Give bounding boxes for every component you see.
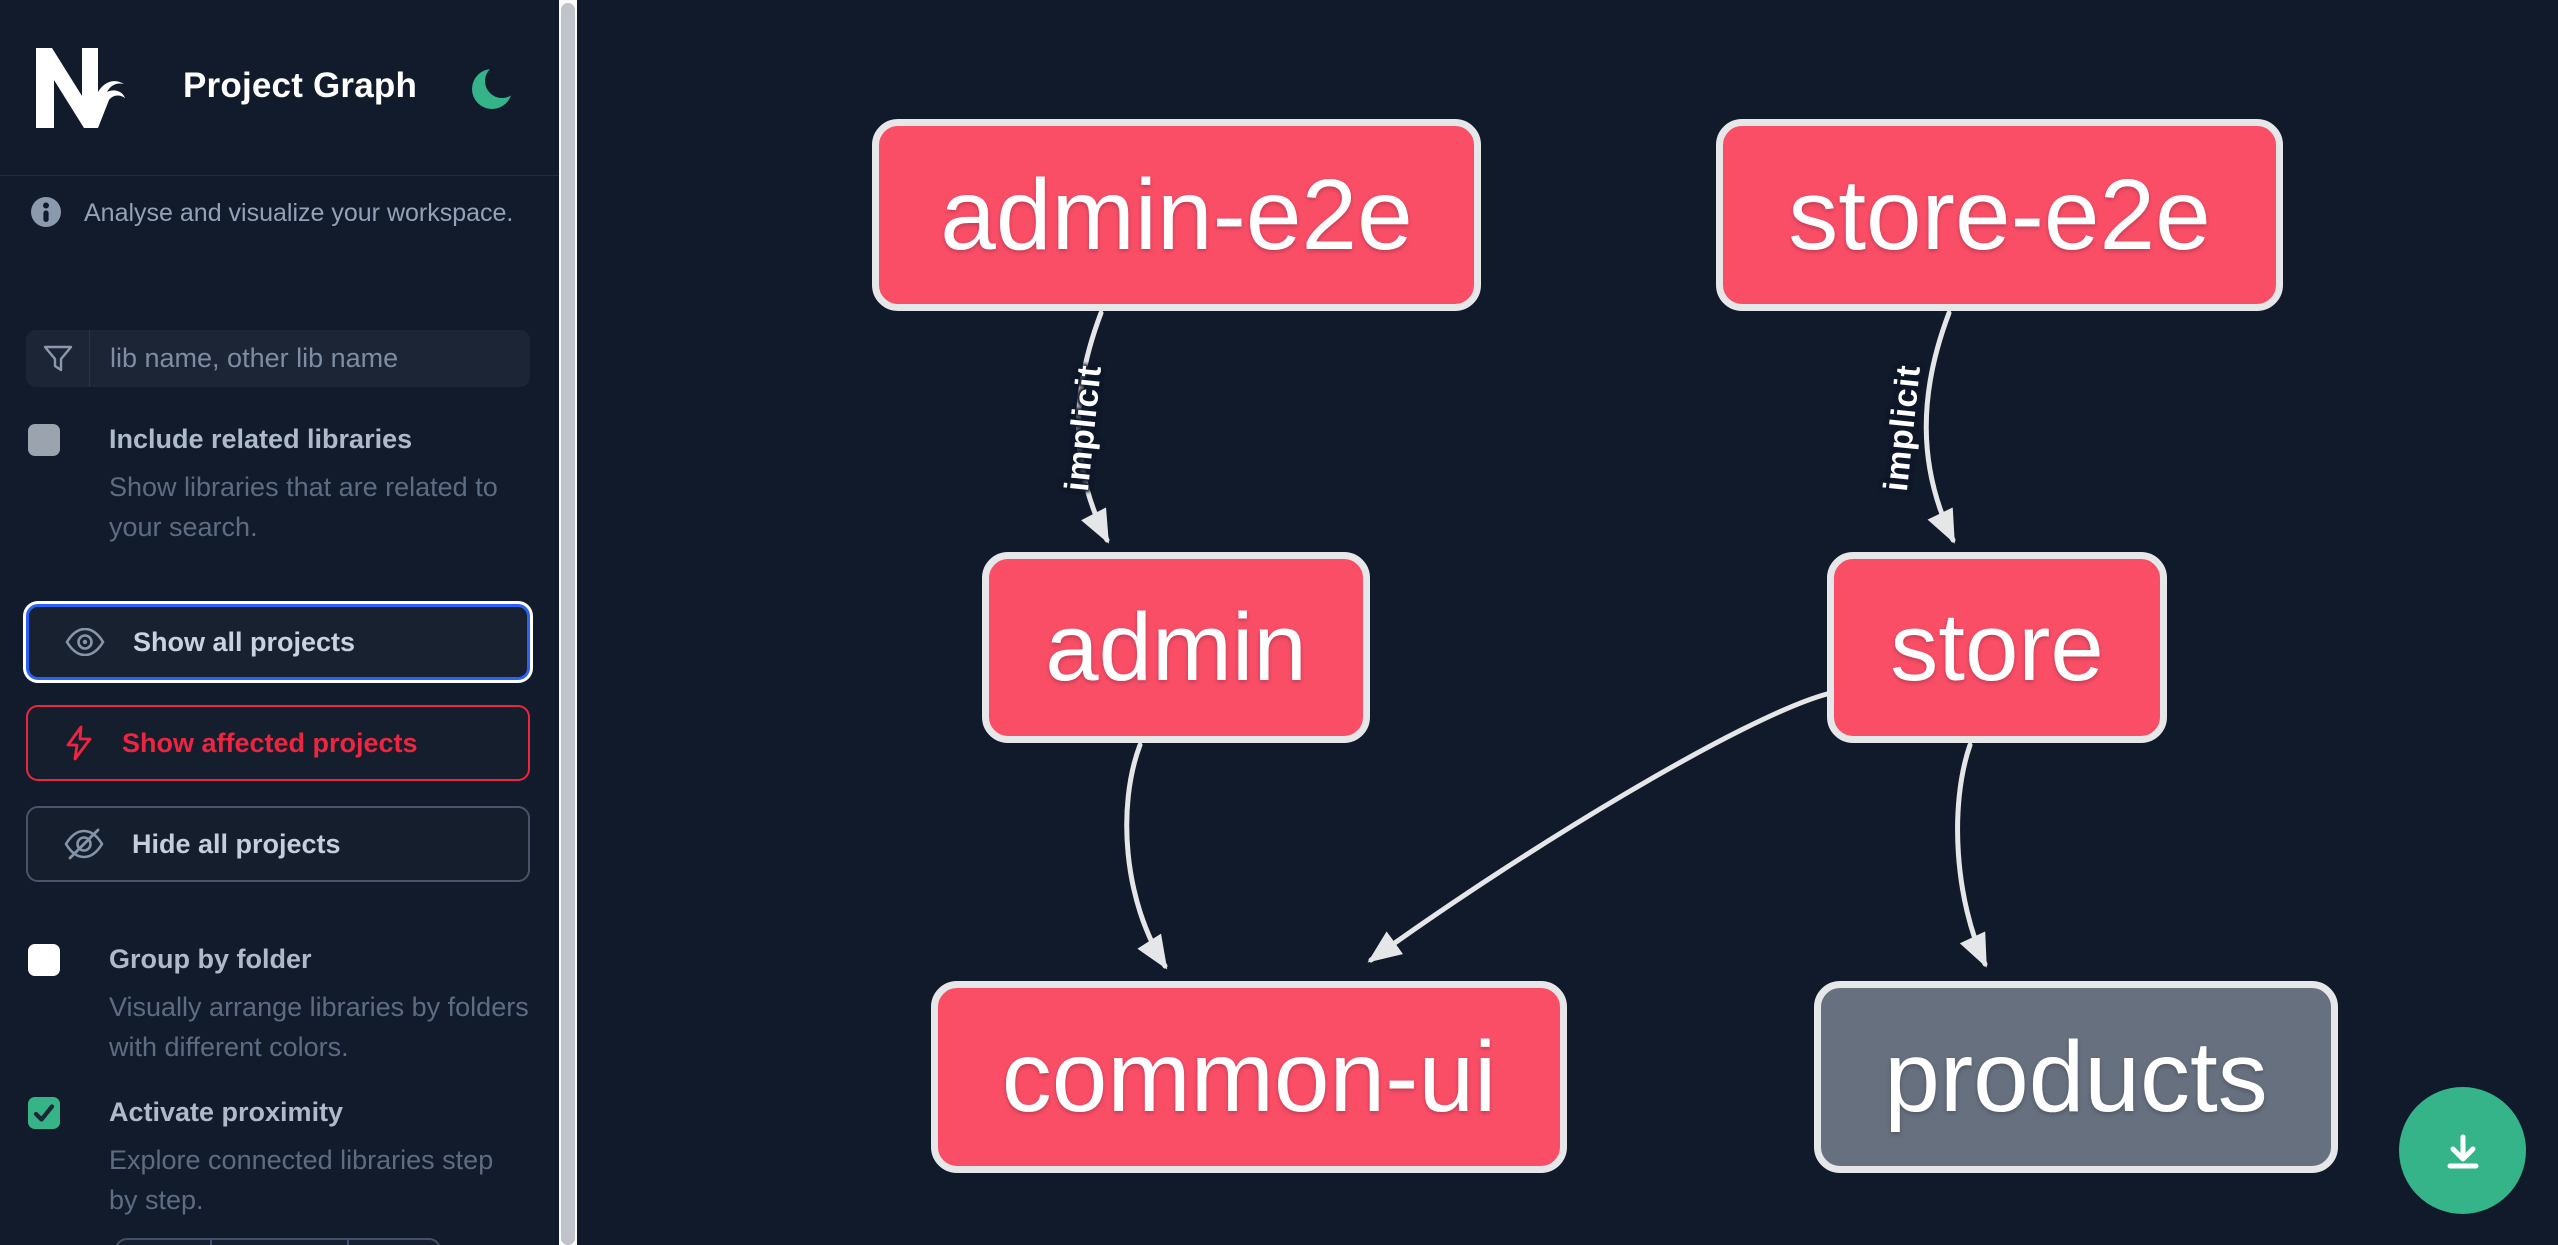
proximity-stepper[interactable]	[115, 1238, 441, 1245]
activate-proximity-checkbox[interactable]	[28, 1097, 60, 1129]
sidebar-scrollbar[interactable]	[559, 0, 577, 1245]
edge-store-products	[1955, 742, 1988, 968]
theme-toggle-button[interactable]	[468, 62, 520, 114]
edge-store-e2e-store	[1923, 310, 1956, 544]
scrollbar-thumb[interactable]	[561, 3, 575, 1245]
toggle-description: Explore connected libraries step by step…	[109, 1145, 494, 1215]
sidebar: Project Graph Analyse and visualize your…	[0, 0, 559, 1245]
node-store-e2e[interactable]: store-e2e	[1716, 119, 2283, 311]
bolt-icon	[66, 725, 92, 761]
eye-slash-icon	[64, 828, 104, 860]
toggle-include-related: Include related libraries Show libraries…	[28, 422, 533, 547]
node-products[interactable]: products	[1814, 981, 2338, 1173]
toggle-description: Visually arrange libraries by folders wi…	[109, 992, 529, 1062]
toggle-label: Include related libraries	[109, 424, 413, 454]
stepper-increment[interactable]	[349, 1240, 439, 1245]
moon-icon	[472, 64, 519, 109]
eye-icon	[65, 628, 105, 656]
graph-edges	[1076, 310, 1988, 970]
button-label: Show affected projects	[122, 727, 418, 758]
edge-store-common-ui	[1367, 691, 1830, 963]
node-admin[interactable]: admin	[982, 552, 1370, 743]
toggle-activate-proximity: Activate proximity Explore connected lib…	[28, 1095, 533, 1220]
graph-canvas[interactable]: admin-e2e store-e2e admin store common-u…	[577, 0, 2558, 1245]
info-circle-icon	[31, 197, 61, 227]
download-icon	[2447, 1134, 2478, 1168]
node-admin-e2e[interactable]: admin-e2e	[872, 119, 1481, 311]
group-by-folder-checkbox[interactable]	[28, 944, 60, 976]
download-image-button[interactable]	[2399, 1087, 2526, 1214]
toggle-label: Activate proximity	[109, 1097, 344, 1127]
edge-admin-e2e-admin	[1076, 310, 1110, 544]
include-related-checkbox[interactable]	[28, 424, 60, 456]
stepper-decrement[interactable]	[117, 1240, 212, 1245]
button-label: Show all projects	[133, 626, 356, 657]
toggle-group-by-folder: Group by folder Visually arrange librari…	[28, 942, 533, 1067]
info-text: Analyse and visualize your workspace.	[84, 199, 514, 227]
nx-logo	[36, 48, 125, 128]
stepper-value	[212, 1240, 349, 1245]
search-input[interactable]	[90, 330, 530, 387]
edge-admin-common-ui	[1124, 742, 1168, 970]
node-common-ui[interactable]: common-ui	[931, 981, 1567, 1173]
show-all-projects-button[interactable]: Show all projects	[26, 604, 530, 680]
workspace-info: Analyse and visualize your workspace.	[30, 196, 530, 229]
node-store[interactable]: store	[1827, 552, 2167, 743]
funnel-filter-icon	[26, 330, 90, 387]
button-label: Hide all projects	[132, 828, 341, 859]
toggle-label: Group by folder	[109, 944, 312, 974]
show-affected-projects-button[interactable]: Show affected projects	[26, 705, 530, 781]
check-icon	[33, 1104, 55, 1122]
page-title: Project Graph	[183, 66, 418, 105]
toggle-description: Show libraries that are related to your …	[109, 472, 498, 542]
search-box	[26, 330, 530, 387]
hide-all-projects-button[interactable]: Hide all projects	[26, 806, 530, 882]
sidebar-header: Project Graph	[0, 0, 559, 176]
